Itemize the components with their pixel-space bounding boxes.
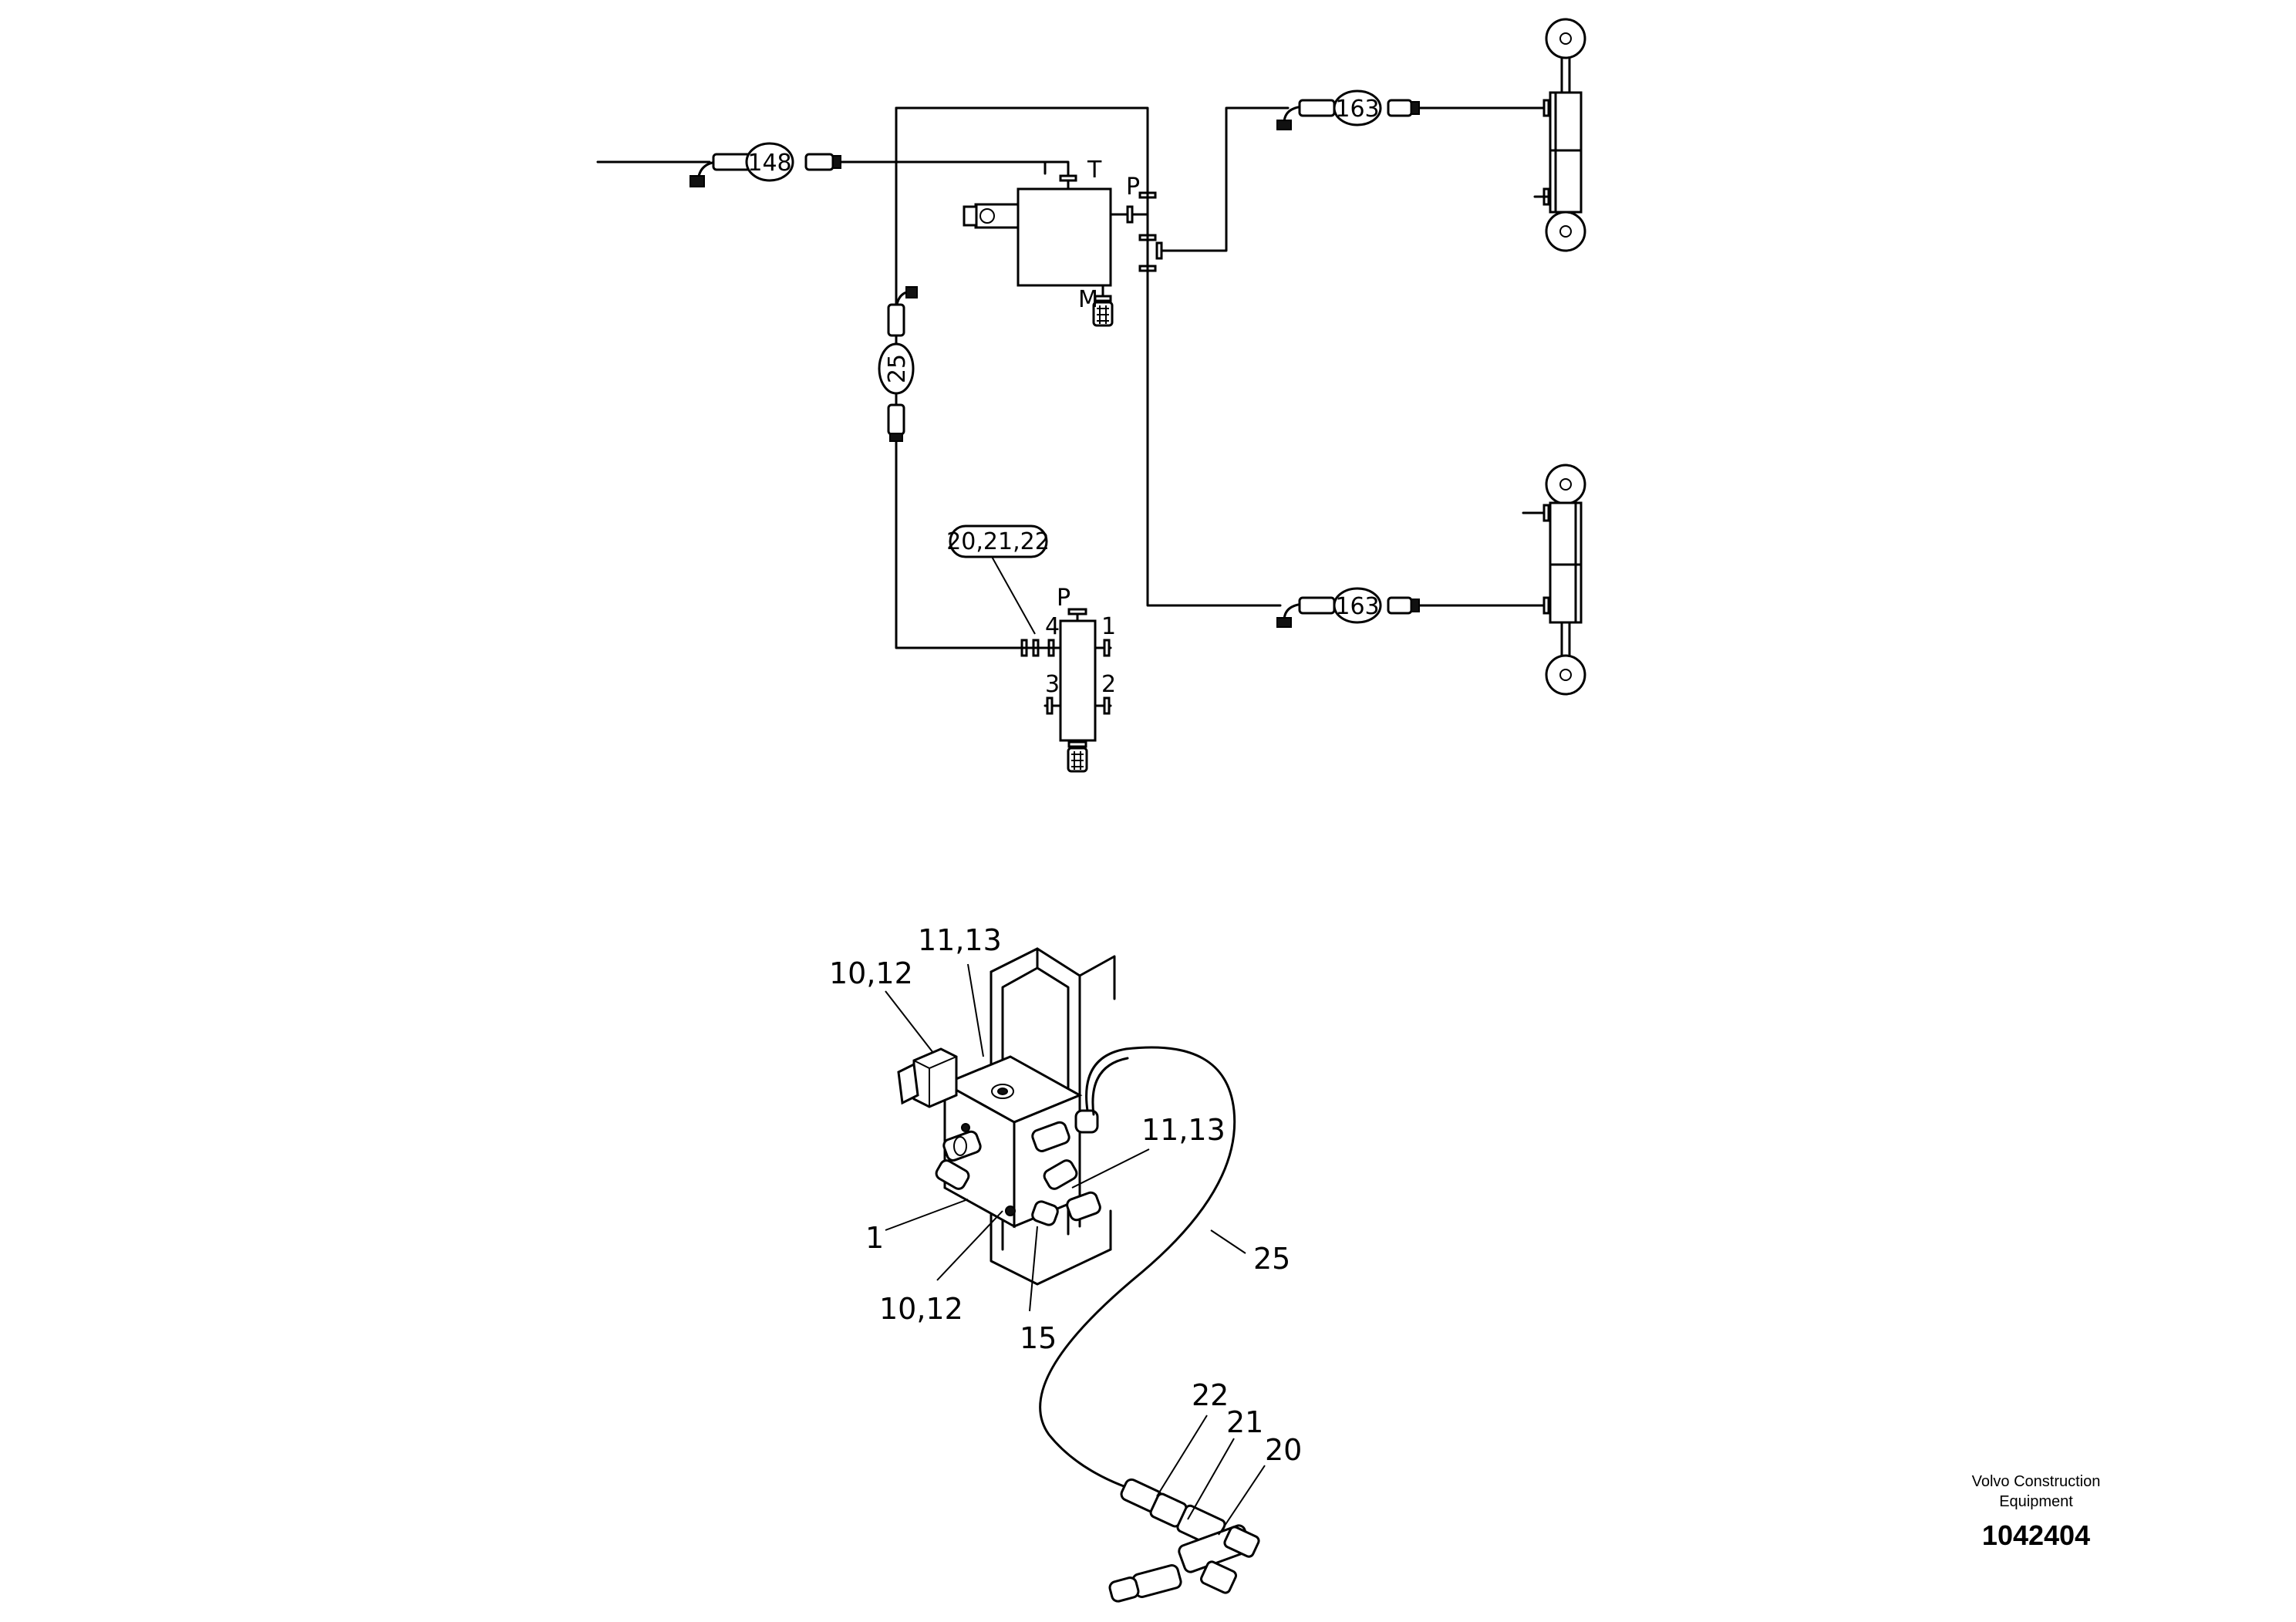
- hose-tag-148: 148: [747, 150, 791, 177]
- iso-fittings: [935, 1109, 1101, 1226]
- distribution-block: [1017, 608, 1112, 773]
- callout-leaders: [885, 963, 1266, 1536]
- block-tag-text: 20,21,22: [946, 528, 1050, 555]
- hydraulic-schematic: 148 25 163: [596, 18, 1586, 773]
- cylinder-upper: [1533, 18, 1586, 252]
- block-port-2: 2: [1101, 671, 1116, 698]
- iso-end-fittings: [1108, 1478, 1260, 1603]
- hose-163-lower: [1276, 587, 1420, 628]
- solenoid-valve: [963, 160, 1163, 327]
- brand-company-line2: Equipment: [1999, 1493, 2073, 1510]
- valve-port-t: T: [1087, 157, 1102, 184]
- hose-tag-25: 25: [884, 354, 911, 383]
- brand-company-line1: Volvo Construction: [1971, 1473, 2101, 1490]
- hose-148: [689, 142, 841, 187]
- callout-11-13-top: 11,13: [918, 923, 1002, 957]
- callout-10-12-bottom: 10,12: [879, 1292, 963, 1326]
- iso-solenoid: [897, 1047, 958, 1108]
- valve-port-m: M: [1078, 286, 1098, 313]
- block-port-labels: P 4 1 3 2: [1045, 585, 1116, 698]
- valve-port-p: P: [1126, 174, 1140, 201]
- iso-valve-block: [942, 1055, 1083, 1229]
- callout-11-13-right: 11,13: [1141, 1113, 1226, 1147]
- hose-163-upper: [1276, 89, 1420, 130]
- hose-25: [878, 286, 918, 442]
- hydraulic-lines: [596, 106, 1552, 649]
- callout-20: 20: [1265, 1433, 1302, 1467]
- hose-tag-163-upper: 163: [1335, 96, 1379, 123]
- drawing-number: 1042404: [1981, 1519, 2091, 1551]
- block-port-3: 3: [1045, 671, 1060, 698]
- hose-tag-163-lower-text: 163: [1335, 593, 1379, 620]
- callout-labels: 11,13 10,12 11,13 1 10,12 15 25 22 21 20: [829, 923, 1302, 1467]
- block-port-4: 4: [1045, 613, 1060, 640]
- callout-1: 1: [865, 1221, 884, 1255]
- isometric-assembly: 11,13 10,12 11,13 1 10,12 15 25 22 21 20: [829, 923, 1302, 1603]
- hose-tag-163-lower: 163: [1335, 593, 1379, 620]
- iso-hose-25: [1039, 1046, 1236, 1494]
- cylinder-lower: [1542, 464, 1586, 696]
- hose-tag-148-text: 148: [747, 150, 791, 177]
- block-port-p: P: [1057, 585, 1070, 612]
- valve-port-labels: T P M: [1078, 157, 1140, 313]
- callout-10-12-top: 10,12: [829, 956, 913, 990]
- callout-15: 15: [1020, 1321, 1057, 1355]
- callout-22: 22: [1192, 1378, 1229, 1412]
- hose-tag-163-upper-text: 163: [1335, 96, 1379, 123]
- callout-21: 21: [1226, 1405, 1263, 1439]
- hose-tag-25-text: 25: [884, 354, 911, 383]
- callout-25: 25: [1253, 1242, 1290, 1276]
- block-tag-20-21-22: 20,21,22: [946, 524, 1050, 635]
- volvo-brand-block: Volvo Construction Equipment 1042404: [1936, 1472, 2136, 1552]
- block-port-1: 1: [1101, 613, 1116, 640]
